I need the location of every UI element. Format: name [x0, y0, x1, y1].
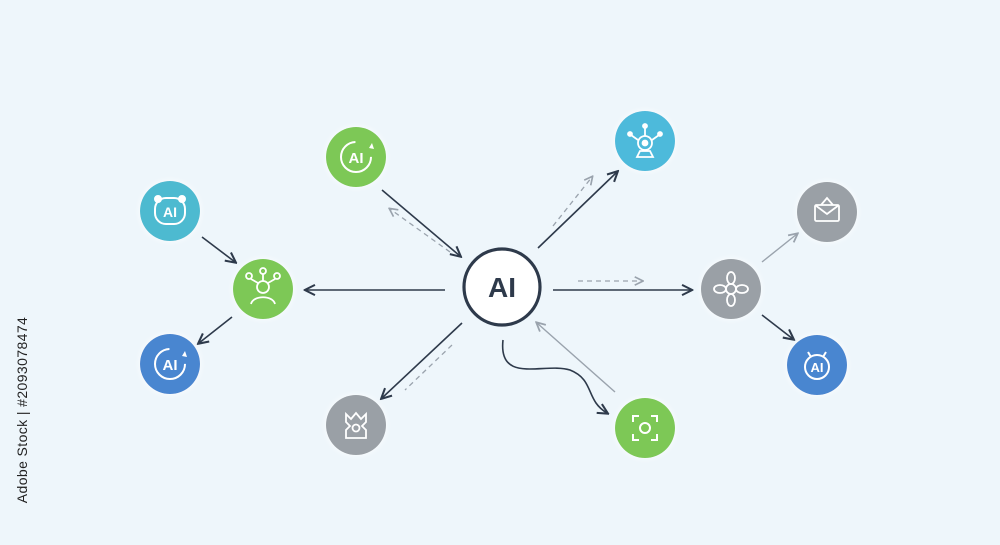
person-network-icon: [245, 267, 281, 305]
focus-frame-icon: [632, 415, 658, 441]
node-right-bottom-label: AI: [811, 360, 824, 375]
ai-cycle-icon: [154, 348, 187, 380]
node-left-top: AI: [140, 181, 200, 241]
node-right-bottom: AI: [787, 335, 847, 395]
arrow-top-left-to-center: [381, 189, 460, 256]
arrow-bottom-right-to-center: [537, 323, 616, 393]
arrow-left-top-to-left-hub: [201, 236, 235, 262]
node-top-left-label: AI: [349, 150, 364, 167]
node-left-hub: [233, 259, 293, 319]
watermark-text: Adobe Stock | #2093078474: [14, 316, 31, 504]
node-left-bottom: AI: [140, 334, 200, 394]
ai-shield-icon: [804, 351, 830, 380]
connections: [199, 172, 797, 413]
curved-arrow-center-to-bottom-right: [501, 339, 607, 413]
gear-flower-icon: [713, 271, 749, 307]
arrow-left-hub-to-left-bottom: [199, 316, 233, 343]
ai-face-icon: [154, 195, 186, 225]
arrow-right-hub-to-right-top: [761, 234, 797, 263]
arrow-center-to-top-right: [537, 172, 617, 249]
dashed-line-bottom-left: [404, 344, 453, 391]
dashed-arrow-to-top-right: [552, 177, 592, 227]
node-top-right: [615, 111, 675, 171]
dashed-arrow-center-to-top-left: [390, 209, 451, 253]
network-hub-icon: [627, 123, 663, 158]
arrow-right-hub-to-right-bottom: [761, 314, 793, 339]
node-right-top: [797, 182, 857, 242]
envelope-icon: [814, 196, 840, 222]
node-bottom-right: [615, 398, 675, 458]
node-bottom-left: [326, 395, 386, 455]
stock-watermark: Adobe Stock | #2093078474: [8, 295, 36, 525]
brain-chip-icon: [345, 411, 367, 439]
center-ai-node: AI: [462, 247, 542, 327]
node-left-top-label: AI: [163, 204, 177, 220]
node-left-bottom-label: AI: [163, 357, 178, 374]
node-right-hub: [701, 259, 761, 319]
node-top-left-ai: AI: [326, 127, 386, 187]
center-ai-label: AI: [488, 272, 516, 303]
ai-cycle-icon: [340, 141, 374, 173]
arrow-center-to-bottom-left: [382, 322, 463, 398]
